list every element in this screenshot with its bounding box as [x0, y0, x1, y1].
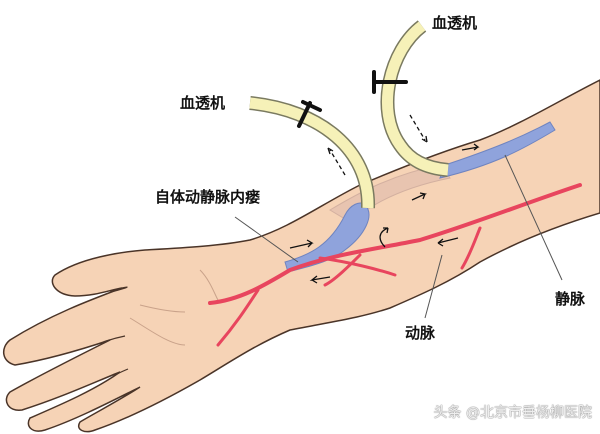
- palm-creases: [129, 269, 219, 346]
- tube-left-fill: [249, 97, 374, 209]
- flow-arrows: [289, 114, 480, 284]
- label-dialysis-machine-right: 血透机: [432, 14, 478, 32]
- label-vein: 静脉: [555, 290, 586, 308]
- tube-right-fill: [382, 21, 449, 176]
- label-dialysis-machine-left: 血透机: [180, 94, 226, 112]
- artery-vessels: [208, 183, 582, 347]
- leader-lines: [234, 154, 563, 319]
- clamp-icon: [297, 70, 408, 128]
- label-av-fistula: 自体动静脉内瘘: [155, 188, 261, 206]
- finger-lines: [103, 286, 129, 376]
- vein-upper: [439, 121, 556, 179]
- label-artery: 动脉: [405, 324, 436, 342]
- watermark: 头条 @北京市垂杨柳医院: [433, 405, 592, 421]
